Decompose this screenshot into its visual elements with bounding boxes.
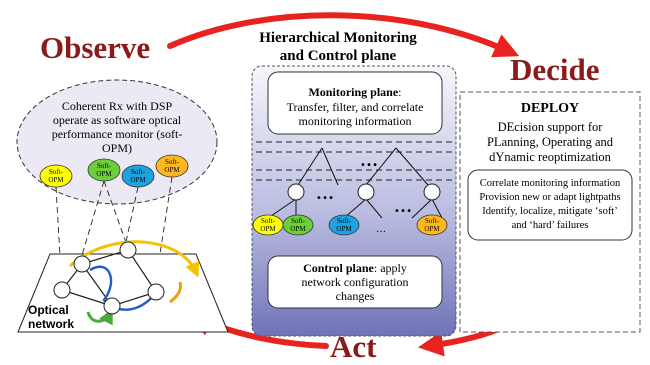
monitoring-plane-line3: monitoring information — [299, 114, 412, 128]
monitoring-plane-title: Monitoring plane — [308, 85, 398, 99]
monitoring-plane-line2: Transfer, filter, and correlate — [287, 100, 424, 114]
cloud-line3: performance monitor (soft- — [52, 127, 183, 141]
cloud-line1: Coherent Rx with DSP — [62, 99, 173, 113]
network-node — [119, 241, 137, 259]
control-plane-line3: changes — [336, 289, 375, 303]
hierarchy-node — [423, 183, 441, 201]
optical-network: Optical network — [17, 240, 229, 333]
panel-opm-green: Soft- OPM — [282, 214, 314, 236]
arrow-observe-to-decide — [167, 12, 520, 58]
cloud-opm-blue: Soft- OPM — [121, 164, 155, 188]
hierarchy-panel: Monitoring plane: Transfer, filter, and … — [251, 65, 457, 337]
deploy-title: DEPLOY — [521, 101, 579, 116]
svg-text:Soft-: Soft- — [291, 217, 306, 225]
svg-text:OPM: OPM — [336, 225, 352, 233]
observe-label: Observe — [40, 30, 150, 65]
deploy-line2: PLanning, Operating and — [487, 135, 614, 149]
center-title-line1: Hierarchical Monitoring — [259, 30, 417, 46]
ellipsis-small: … — [376, 224, 386, 235]
svg-text:OPM: OPM — [260, 225, 276, 233]
deploy-line1: DEcision support for — [498, 120, 604, 134]
lightpath-orange — [169, 281, 182, 304]
svg-text:OPM: OPM — [130, 176, 146, 184]
hierarchy-tree-branches — [267, 147, 443, 219]
hierarchy-node — [287, 183, 305, 201]
monitoring-plane-box — [267, 71, 443, 135]
svg-text:Soft-: Soft- — [261, 217, 276, 225]
svg-text:Soft-: Soft- — [97, 162, 112, 170]
panel-opm-orange: Soft- OPM — [416, 214, 448, 236]
lightpath-green — [86, 308, 113, 326]
svg-text:OPM: OPM — [164, 166, 180, 174]
cloud-line4: OPM) — [102, 141, 132, 155]
svg-text:Soft-: Soft- — [425, 217, 440, 225]
svg-text:Control plane: apply: Control plane: apply — [303, 261, 407, 275]
network-node — [103, 297, 121, 315]
network-node — [147, 283, 165, 301]
deploy-box: DEPLOY DEcision support for PLanning, Op… — [459, 91, 641, 333]
control-plane-line2: network configuration — [302, 275, 409, 289]
deploy-inner-line4: and ‘hard’ failures — [512, 220, 589, 231]
svg-text:Soft-: Soft- — [337, 217, 352, 225]
deploy-line3: dYnamic reoptimization — [489, 150, 612, 164]
network-label-line1: Optical — [28, 303, 69, 317]
svg-text:Soft-: Soft- — [131, 168, 146, 176]
svg-text:OPM: OPM — [290, 225, 306, 233]
ellipsis-top: … — [360, 150, 378, 170]
ellipsis-right: … — [394, 196, 412, 216]
panel-opm-yellow: Soft- OPM — [252, 214, 284, 236]
svg-text:Monitoring plane:: Monitoring plane: — [308, 85, 401, 99]
deploy-inner-line1: Correlate monitoring information — [480, 178, 621, 189]
network-label-line2: network — [28, 317, 74, 331]
deploy-inner-line2: Provision new or adapt lightpaths — [479, 192, 620, 203]
cloud-opm-orange: Soft- OPM — [155, 154, 189, 178]
cloud-opm-yellow: Soft- OPM — [39, 164, 73, 188]
network-node — [73, 255, 91, 273]
cloud-opm-green: Soft- OPM — [87, 158, 121, 182]
control-plane-line1-rest: : apply — [374, 261, 407, 275]
svg-text:Soft-: Soft- — [165, 158, 180, 166]
hierarchy-node — [357, 183, 375, 201]
monitoring-plane-colon: : — [398, 85, 401, 99]
network-node — [53, 281, 71, 299]
lightpath-yellow — [68, 240, 200, 278]
deploy-inner-line3: Identify, localize, mitigate ‘soft’ — [482, 206, 617, 217]
soft-opm-cloud: Coherent Rx with DSP operate as software… — [16, 79, 218, 205]
panel-opm-blue: Soft- OPM — [328, 214, 360, 236]
lightpath-blue — [89, 265, 162, 311]
cloud-line2: operate as software optical — [53, 113, 182, 127]
deploy-inner-box — [467, 169, 633, 241]
ellipsis-mid: … — [316, 183, 334, 203]
decide-label: Decide — [510, 52, 600, 87]
svg-text:Soft-: Soft- — [49, 168, 64, 176]
control-plane-box — [267, 255, 443, 309]
center-title-line2: and Control plane — [280, 48, 397, 64]
svg-text:OPM: OPM — [424, 225, 440, 233]
svg-text:OPM: OPM — [48, 176, 64, 184]
control-plane-title: Control plane — [303, 261, 374, 275]
svg-text:OPM: OPM — [96, 170, 112, 178]
